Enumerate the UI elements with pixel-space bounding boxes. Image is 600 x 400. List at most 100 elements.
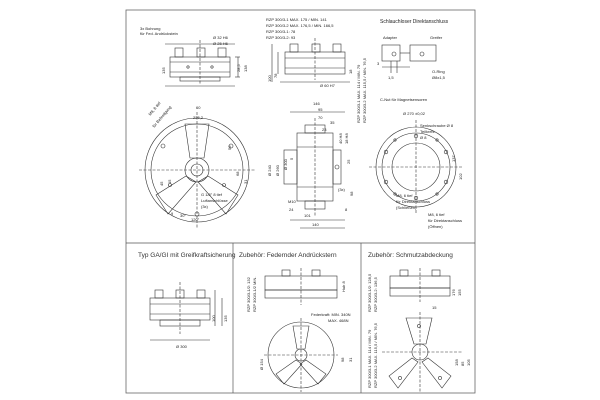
m10-label: M10 [288, 199, 296, 204]
dim-23: 23 [322, 127, 327, 132]
ga-gi-dim-300: Ø 300 [176, 344, 187, 349]
section-view-center [283, 111, 345, 229]
dim-138: 138 [243, 65, 248, 72]
rzp-max-114-label: RZP 300/3-1 MAX. 114 / MIN. 79 [356, 64, 361, 123]
dim-28-5: 28,5 [236, 64, 241, 72]
side-view-top-left [165, 40, 240, 87]
flange-view-right [369, 120, 463, 214]
dirt-cover-title: Zubehör: Schmutzabdeckung [368, 252, 453, 259]
cover-dim-158: 158 [454, 359, 459, 366]
direct-connection-detail [381, 44, 437, 73]
federkraft-2-label: MAX. 468N [328, 318, 349, 323]
top-view-chuck-left [139, 112, 255, 228]
dim-260: Ø 260 [275, 165, 280, 176]
dim-101: 101 [304, 213, 311, 218]
dim-225-2: 225,2 [193, 115, 204, 120]
ga-gi-dim-135: 135 [223, 315, 228, 322]
fur-direkt-label: für Direktanschluss [396, 199, 431, 204]
rzp-93-label: RZP 300/3-2: 93 [266, 35, 296, 40]
dim-120-deg: 120° [191, 217, 200, 222]
dim-32-h6: Ø 32 H6 [213, 35, 228, 40]
dim-nut-3x: (3x) [338, 187, 345, 192]
rzp-max-76-label: RZP 300/3-2 MAX. 115,5 / MIN. 76,5 [373, 323, 378, 388]
direct-connection-title: Schlauchloser Direktanschluss [380, 19, 449, 25]
cover-dim-176: 176 [451, 289, 456, 296]
dim-40h8: 40 H8 [338, 133, 343, 144]
dim-24: 24 [289, 207, 294, 212]
ga-gi-dim-100: 100 [211, 315, 216, 322]
luftanschlusse-label: Luftanschlüsse [201, 198, 228, 203]
dim-18: 18 [348, 69, 353, 74]
dim-8-center: 8 [345, 207, 348, 212]
cover-dim-155: 155 [457, 289, 462, 296]
rzp-132-label: RZP 300/3-1/2: 132 [246, 277, 251, 312]
dim-95: 95 [318, 107, 323, 112]
side-view-top-center [271, 38, 350, 83]
federkraft-1-label: Federkraft: MIN. 340N [311, 312, 351, 317]
m8-6-tief-label: M8, 6 tief [396, 193, 413, 198]
bore-note-1: 3x Bohrung [140, 26, 161, 31]
pressure-star-drawings [264, 268, 338, 392]
dim-100: 100 [267, 75, 272, 82]
greifer-label: Greifer [430, 35, 443, 40]
dim-300: Ø 300 [283, 159, 288, 170]
dim-18-h8: 18 H8 [344, 133, 349, 144]
dim-15: 15 [167, 179, 172, 184]
dim-102: 102 [458, 173, 463, 180]
dim-140: 140 [312, 222, 319, 227]
rzp-max-79-label: RZP 300/3-1 MAX. 114 / MIN. 79 [367, 329, 372, 388]
ga-gi-title: Typ GA/GI mit Greifkraftsicherung [138, 252, 236, 259]
rzp-136-label: RZP 300/3-2: 136,5 [373, 277, 378, 312]
schraube-label: Senkschraube Ø 8 [420, 123, 454, 128]
dim-3x-left: (3x) [201, 204, 208, 209]
fur-direkt-2-label: für Direktanschluss [428, 218, 463, 223]
dim-5: 5 [289, 157, 294, 160]
c-nut-label: C-Nut für Magnetsensoren [380, 97, 428, 102]
dim-9: 9 [171, 211, 174, 216]
cover-dim-85: 85 [460, 361, 465, 366]
star-dim-98: 98 [340, 357, 345, 362]
dim-25-h6: Ø 25 H6 [213, 41, 228, 46]
rzp-128-label: RZP 300/3-1/2: 128,5 [367, 273, 372, 312]
dim-56: 56 [227, 145, 232, 150]
cover-dim-105: 105 [466, 359, 471, 366]
adapter-label: Adapter [383, 35, 398, 40]
dim-135: 135 [161, 67, 166, 74]
star-dim-154: Ø 154 [259, 359, 264, 370]
rzp-max-115-label: RZP 300/3-2 MAX. 115,5 / MIN. 76,5 [362, 58, 367, 123]
o-ring-size: Ø8x1,5 [432, 75, 445, 80]
dim-240: Ø 240 [267, 165, 272, 176]
dim-68: 68 [235, 171, 240, 176]
dim-70: 70 [318, 115, 323, 120]
dim-3: 3 [377, 61, 380, 66]
dim-25: 25 [346, 159, 351, 164]
rzp-300-3-1-label: RZP 300/3-1 MAX. 175 / MIN. 141 [266, 17, 327, 22]
dim-45: 45 [159, 181, 164, 186]
dim-35: 35 [330, 120, 335, 125]
pressure-star-title: Zubehör: Federnder Andrückstern [239, 252, 337, 259]
dim-31: 31 [243, 179, 248, 184]
rzp-78-label: RZP 300/3-1: 78 [266, 29, 296, 34]
dim-146: 146 [313, 101, 320, 106]
cover-dim-15: 15 [432, 305, 437, 310]
rzp-300-3-1-2-label: RZP 300/3-1/2 MIN. [252, 276, 257, 313]
m8-6-tief-2-label: M8, 6 tief [428, 212, 445, 217]
dim-137: 137 [451, 155, 456, 162]
g-1-8-label: G 1/8" 8 tief [201, 192, 222, 197]
dim-8f-label: Ø 8 [420, 135, 427, 140]
offnen-label: (Öffnen) [428, 224, 443, 229]
schliessen-label: (Schließen) [396, 205, 417, 210]
teilkreis-label: Teilkreis [420, 129, 435, 134]
star-dim-31: 31 [348, 357, 353, 362]
dim-98: 98 [349, 191, 354, 196]
hub-label: Hub 8 [341, 281, 346, 292]
dim-1-5: 1,5 [388, 75, 394, 80]
rzp-300-3-2-label: RZP 300/3-2 MAX. 176,5 / MIN. 166,5 [266, 23, 334, 28]
ga-gi-side-view [149, 282, 223, 341]
dim-30-deg: 30° [180, 213, 187, 218]
dim-78b: 78 [273, 73, 278, 78]
dim-60-h7: Ø 60 H7 [320, 83, 335, 88]
bore-note-2: für Fed. Andrückstein [140, 31, 178, 36]
dim-60: 60 [196, 105, 201, 110]
